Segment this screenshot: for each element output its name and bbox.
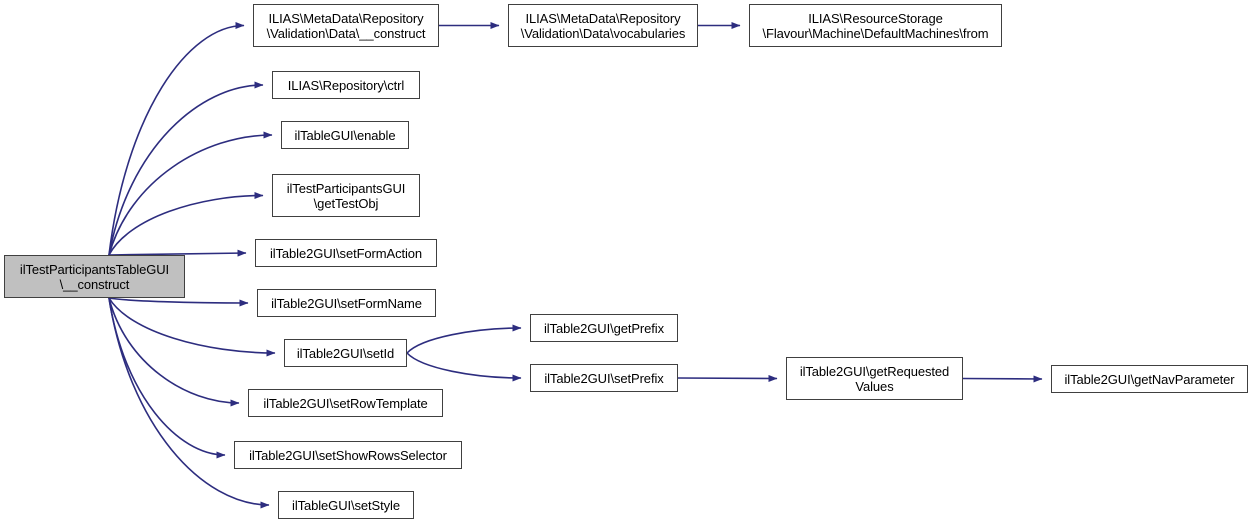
graph-node-setshowrowsselect[interactable]: ilTable2GUI\setShowRowsSelector [234,441,462,469]
graph-edge-root-to-setrowtemplate [108,297,240,407]
graph-edge-root-to-gettestobj [108,192,264,256]
graph-edge-setprefix-to-getrequested [677,374,778,382]
graph-edge-root-to-setid [108,297,276,357]
graph-node-ctrl[interactable]: ILIAS\Repository\ctrl [272,71,420,99]
graph-edge-root-to-enable [108,131,273,256]
graph-node-enable[interactable]: ilTableGUI\enable [281,121,409,149]
graph-edge-root-to-mdconstruct [108,22,245,256]
graph-node-defaultmachines[interactable]: ILIAS\ResourceStorage \Flavour\Machine\D… [749,4,1002,47]
graph-node-setprefix[interactable]: ilTable2GUI\setPrefix [530,364,678,392]
edges-group [108,22,1043,509]
graph-edge-getrequested-to-getnavparameter [962,375,1043,383]
graph-node-vocabularies[interactable]: ILIAS\MetaData\Repository \Validation\Da… [508,4,698,47]
graph-node-getrequested[interactable]: ilTable2GUI\getRequested Values [786,357,963,400]
graph-edge-setid-to-setprefix [406,352,522,382]
graph-node-setformaction[interactable]: ilTable2GUI\setFormAction [255,239,437,267]
graph-edge-root-to-setstyle [108,297,270,509]
graph-node-setrowtemplate[interactable]: ilTable2GUI\setRowTemplate [248,389,443,417]
graph-node-mdconstruct[interactable]: ILIAS\MetaData\Repository \Validation\Da… [253,4,439,47]
graph-node-gettestobj[interactable]: ilTestParticipantsGUI \getTestObj [272,174,420,217]
graph-node-setid[interactable]: ilTable2GUI\setId [284,339,407,367]
graph-node-setformname[interactable]: ilTable2GUI\setFormName [257,289,436,317]
graph-edge-root-to-setformname [108,297,249,307]
graph-node-getnavparameter[interactable]: ilTable2GUI\getNavParameter [1051,365,1248,393]
graph-edge-setid-to-getprefix [406,324,522,354]
graph-node-root[interactable]: ilTestParticipantsTableGUI \__construct [4,255,185,298]
graph-edge-root-to-setshowrowsselect [108,297,226,459]
graph-node-getprefix[interactable]: ilTable2GUI\getPrefix [530,314,678,342]
graph-edge-root-to-ctrl [108,81,264,256]
graph-node-setstyle[interactable]: ilTableGUI\setStyle [278,491,414,519]
